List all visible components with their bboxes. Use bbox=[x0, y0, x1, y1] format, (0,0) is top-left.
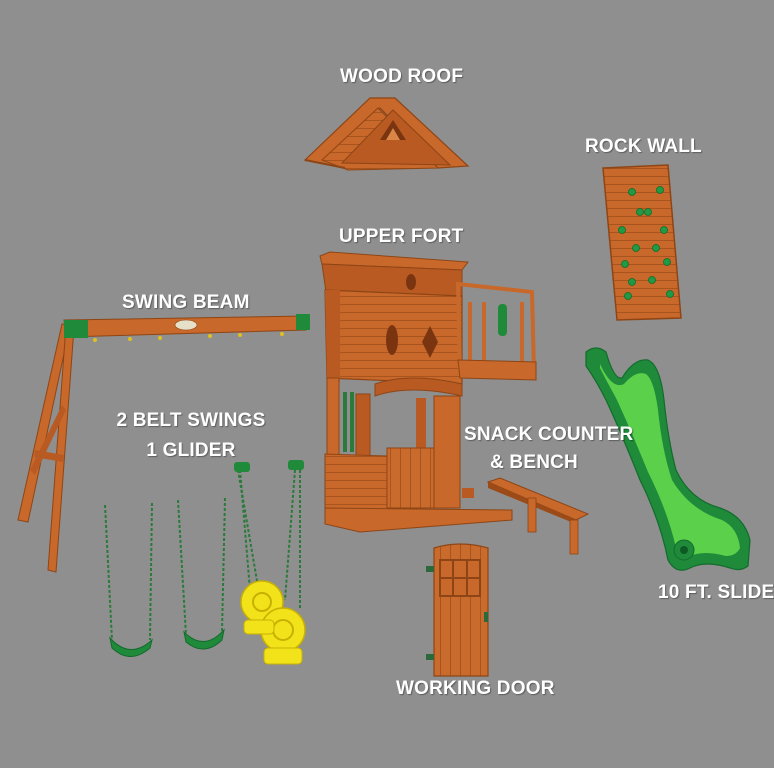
belt-swing-seat-1 bbox=[109, 636, 153, 657]
belt-swings bbox=[104, 497, 226, 641]
label-swings-line2: 1 GLIDER bbox=[146, 440, 236, 461]
belt-swing-seat-2 bbox=[183, 628, 225, 650]
label-snack-line1: SNACK COUNTER bbox=[464, 424, 634, 445]
working-door bbox=[426, 543, 489, 677]
rock-wall bbox=[602, 164, 682, 321]
slide bbox=[585, 347, 751, 571]
label-working-door: WORKING DOOR bbox=[396, 678, 555, 699]
glider bbox=[234, 460, 306, 665]
label-swings-line1: 2 BELT SWINGS bbox=[116, 410, 266, 431]
label-snack-line2: & BENCH bbox=[490, 452, 578, 473]
label-slide: 10 FT. SLIDE bbox=[658, 582, 774, 603]
label-wood-roof: WOOD ROOF bbox=[340, 66, 464, 87]
upper-fort bbox=[319, 251, 537, 533]
label-rock-wall: ROCK WALL bbox=[585, 136, 702, 157]
label-upper-fort: UPPER FORT bbox=[339, 226, 464, 247]
swing-beam bbox=[17, 314, 310, 573]
wood-roof bbox=[303, 97, 470, 171]
label-swing-beam: SWING BEAM bbox=[122, 292, 250, 313]
snack-counter-bench bbox=[486, 477, 590, 555]
